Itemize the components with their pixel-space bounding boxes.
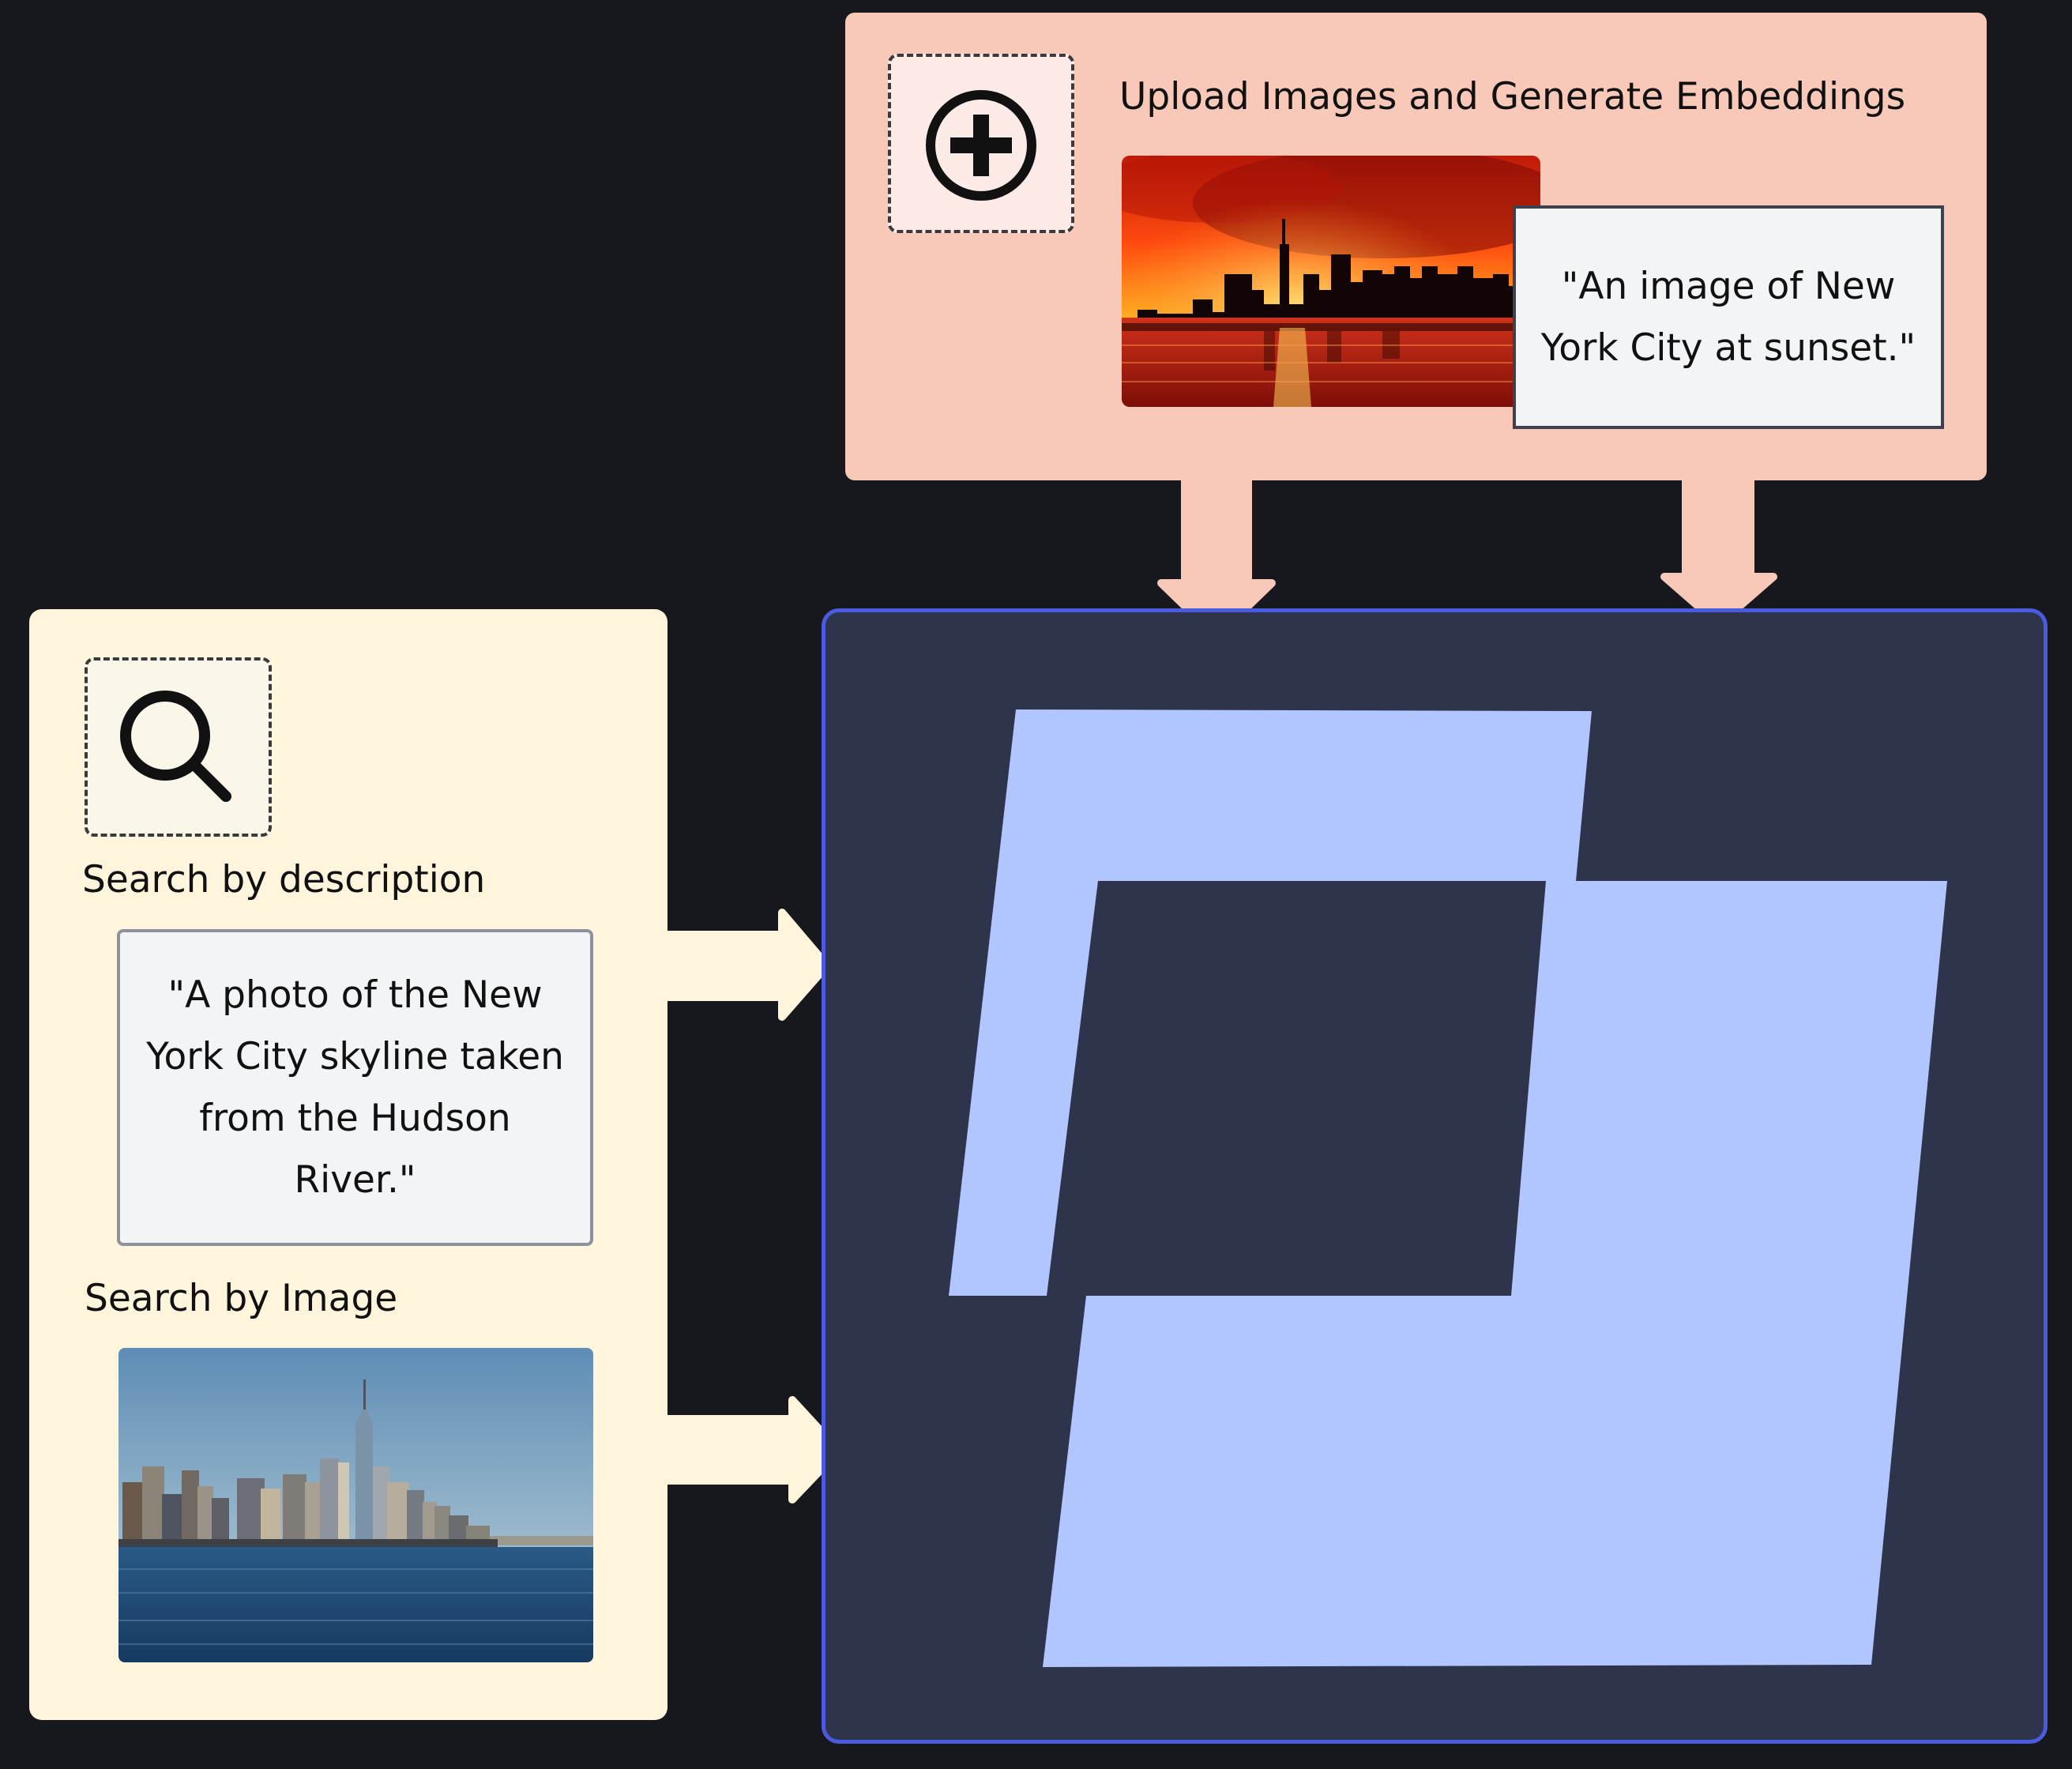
image-caption: "An image of New York City at sunset." (1513, 205, 1944, 429)
search-by-image-label: Search by Image (85, 1277, 398, 1320)
upload-to-db-arrow-right (1660, 475, 1777, 628)
search-description-field[interactable]: "A photo of the New York City skyline ta… (117, 929, 593, 1246)
upload-title: Upload Images and Generate Embeddings (1119, 75, 1906, 119)
plus-circle-icon (926, 90, 1036, 201)
database-logo-icon (949, 709, 1947, 1667)
magnifier-icon (120, 691, 231, 802)
description-to-db-arrow (662, 909, 831, 1021)
search-button[interactable] (85, 657, 272, 837)
image-to-db-arrow (662, 1396, 843, 1504)
sunset-skyline-image (1122, 156, 1540, 407)
vector-database-panel (822, 608, 2048, 1744)
search-query-image[interactable] (118, 1348, 593, 1662)
search-by-description-label: Search by description (82, 858, 486, 901)
upload-button[interactable] (888, 54, 1074, 233)
